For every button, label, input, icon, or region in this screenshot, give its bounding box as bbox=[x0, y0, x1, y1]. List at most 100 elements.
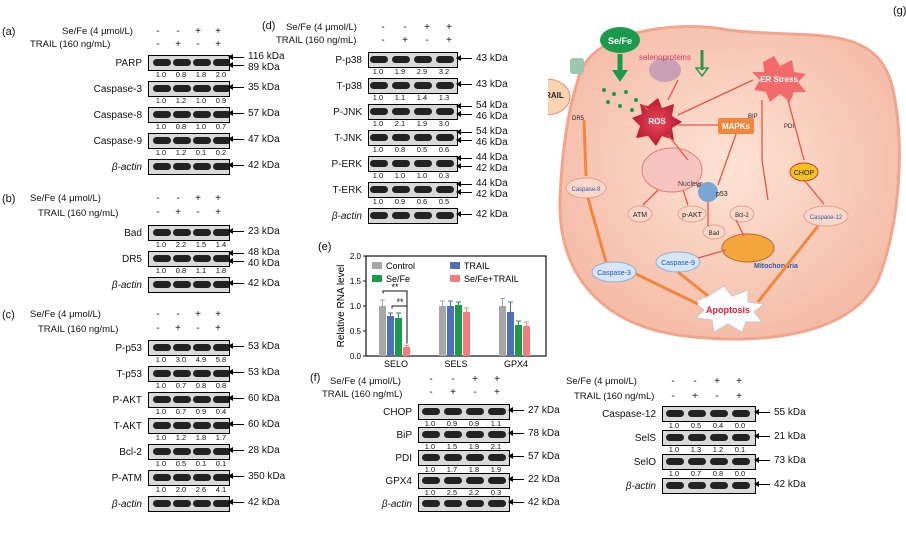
x-tick-label: SELS bbox=[444, 359, 467, 369]
trail-sign: + bbox=[175, 207, 181, 218]
blot-band bbox=[466, 500, 484, 507]
cell-membrane bbox=[558, 25, 901, 341]
blot-band bbox=[173, 163, 191, 170]
se-sign: - bbox=[381, 22, 385, 33]
kda-label: 22 kDa bbox=[528, 474, 560, 485]
blot-band bbox=[193, 111, 211, 118]
blot-band bbox=[193, 85, 211, 92]
se-sign: - bbox=[451, 374, 455, 385]
blot-band bbox=[153, 448, 171, 455]
blot-band bbox=[193, 281, 211, 288]
atm-label: ATM bbox=[633, 212, 647, 219]
blot-band bbox=[173, 111, 191, 118]
blot-band bbox=[436, 108, 454, 115]
bcl2-label: Bcl-2 bbox=[735, 213, 749, 219]
sefe-entry-arrowhead bbox=[612, 70, 628, 82]
kda-arrow bbox=[228, 473, 244, 479]
trail-sign: - bbox=[156, 323, 160, 334]
blot-band bbox=[213, 163, 229, 170]
blot-strip bbox=[148, 251, 230, 267]
kda-label: 42 kDa bbox=[528, 497, 560, 508]
x-tick-label: SELO bbox=[384, 359, 408, 369]
blot-band bbox=[392, 212, 410, 219]
densitometry-value: 1.0 bbox=[155, 240, 167, 249]
blot-band bbox=[173, 422, 191, 429]
densitometry-value: 0.4 bbox=[712, 421, 724, 430]
blot-strip bbox=[368, 52, 458, 68]
blot-row-label: Bcl-2 bbox=[119, 447, 142, 458]
kda-label: 57 kDa bbox=[248, 108, 280, 119]
blot-row-label: P-AKT bbox=[112, 395, 142, 406]
densitometry-value: 0.0 bbox=[734, 421, 746, 430]
densitometry-value: 1.0 bbox=[155, 122, 167, 131]
bar bbox=[499, 306, 506, 356]
blot-strip bbox=[148, 159, 230, 175]
blot-band bbox=[213, 281, 229, 288]
blot-strip bbox=[148, 496, 230, 512]
densitometry-value: 0.8 bbox=[394, 145, 406, 154]
blot-band bbox=[666, 482, 684, 489]
blot-row-label: T-p38 bbox=[336, 81, 362, 92]
blot-strip bbox=[662, 478, 756, 494]
densitometry-value: 0.7 bbox=[175, 381, 187, 390]
se-sign: - bbox=[156, 193, 160, 204]
apoptosis-arrows bbox=[582, 119, 820, 306]
densitometry-value: 0.8 bbox=[195, 381, 207, 390]
kda-label: 57 kDa bbox=[528, 451, 560, 462]
blot-band bbox=[173, 229, 191, 236]
blot-strip bbox=[662, 430, 756, 446]
blot-band bbox=[153, 137, 171, 144]
kda-label: 44 kDa bbox=[476, 178, 508, 189]
kda-arrow bbox=[754, 433, 770, 439]
densitometry-value: 0.3 bbox=[438, 171, 450, 180]
blot-band bbox=[193, 137, 211, 144]
densitometry-value: 0.5 bbox=[438, 197, 450, 206]
blot-band bbox=[173, 448, 191, 455]
blot-band bbox=[153, 281, 171, 288]
blot-band bbox=[436, 56, 454, 63]
kda-label: 43 kDa bbox=[476, 53, 508, 64]
densitometry-value: 1.8 bbox=[195, 70, 207, 79]
blot-band bbox=[488, 477, 506, 484]
apoptosis-label: Apoptosis bbox=[706, 305, 750, 315]
trail-receptor-shape bbox=[570, 58, 584, 74]
blot-band bbox=[173, 255, 191, 262]
se-sign: + bbox=[424, 22, 430, 33]
densitometry-value: 0.6 bbox=[438, 145, 450, 154]
y-tick-label: 0.5 bbox=[350, 327, 362, 336]
kda-arrow bbox=[456, 103, 472, 109]
blot-band bbox=[193, 163, 211, 170]
blot-band bbox=[153, 229, 171, 236]
blot-band bbox=[488, 454, 506, 461]
kda-arrow bbox=[228, 343, 244, 349]
bar bbox=[387, 316, 394, 356]
er-stress-label: ER Stress bbox=[760, 75, 798, 84]
trail-condition-label: TRAIL (160 ng/mL) bbox=[38, 208, 119, 219]
legend-label: Se/Fe+TRAIL bbox=[464, 274, 519, 284]
pdi-label: PDI bbox=[784, 124, 794, 130]
blot-band bbox=[370, 134, 388, 141]
panel-e-label: (e) bbox=[318, 241, 331, 253]
se-sign: + bbox=[714, 376, 720, 387]
kda-arrow bbox=[456, 163, 472, 169]
blot-band bbox=[173, 474, 191, 481]
se-sign: - bbox=[176, 309, 180, 320]
bar bbox=[523, 326, 530, 356]
kda-arrow bbox=[228, 110, 244, 116]
blot-band bbox=[193, 255, 211, 262]
kda-label: 48 kDa bbox=[248, 247, 280, 258]
sign-row: - - + + - + - + bbox=[145, 309, 225, 337]
densitometry-value: 2.2 bbox=[175, 240, 187, 249]
blot-band bbox=[422, 454, 440, 461]
bcl2-oval bbox=[729, 205, 755, 223]
blot-band bbox=[466, 454, 484, 461]
densitometry-value: 0.1 bbox=[734, 445, 746, 454]
densitometry-value: 2.5 bbox=[446, 488, 458, 497]
bar bbox=[395, 318, 402, 356]
trail-sign: + bbox=[450, 387, 456, 398]
se-condition-label: Se/Fe (4 μmol/L) bbox=[566, 376, 637, 387]
densitometry-value: 3.2 bbox=[438, 67, 450, 76]
